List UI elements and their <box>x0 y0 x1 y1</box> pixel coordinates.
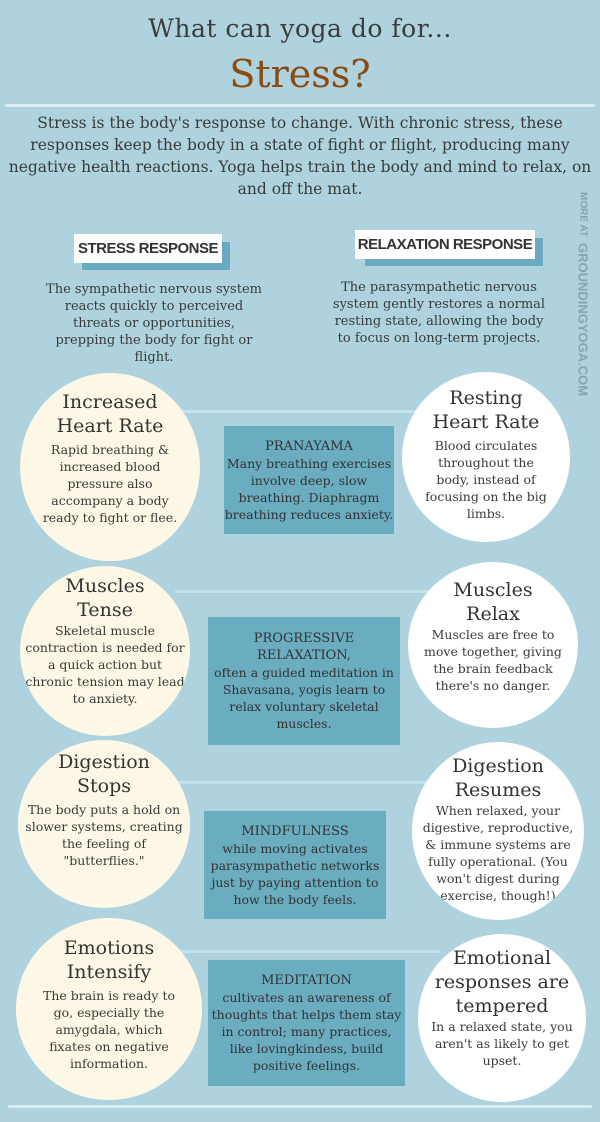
relax-title: Muscles Relax <box>453 579 533 625</box>
relaxation-response-label: RELAXATION RESPONSE <box>355 230 535 259</box>
row-connector <box>175 781 430 784</box>
stress-title: Increased Heart Rate <box>56 391 164 437</box>
practice-body: while moving activates parasympathetic n… <box>210 840 380 907</box>
stress-response-label: STRESS RESPONSE <box>74 234 222 263</box>
relax-body: Blood circulates throughout the body, in… <box>425 438 547 521</box>
relax-circle-emotions: Emotional responses are tempered In a re… <box>418 934 586 1102</box>
title-top: What can yoga do for... <box>148 14 452 43</box>
side-note[interactable]: MORE AT GROUNDINGYOGA.COM <box>570 192 596 412</box>
relax-title: Resting Heart Rate <box>432 387 540 433</box>
row-connector <box>180 950 440 953</box>
practice-title: MEDITATION <box>261 973 352 988</box>
row-connector <box>175 590 430 593</box>
footer-divider <box>8 1105 592 1108</box>
stress-circle-muscles: Muscles Tense Skeletal muscle contractio… <box>20 566 190 736</box>
practice-body: cultivates an awareness of thoughts that… <box>211 990 402 1073</box>
practice-title: PRANAYAMA <box>265 438 353 454</box>
stress-response-text: The sympathetic nervous system reacts qu… <box>46 282 262 365</box>
relaxation-response-text: The parasympathetic nervous system gentl… <box>332 280 546 346</box>
relax-circle-digestion: Digestion Resumes When relaxed, your dig… <box>412 742 584 920</box>
stress-body: The brain is ready to go, especially the… <box>42 988 175 1071</box>
practice-box-mindfulness: MINDFULNESS while moving activates paras… <box>204 811 386 919</box>
practice-box-meditation: MEDITATION cultivates an awareness of th… <box>208 960 405 1086</box>
stress-body: Rapid breathing & increased blood pressu… <box>42 442 178 525</box>
practice-body: often a guided meditation in Shavasana, … <box>214 665 394 731</box>
stress-circle-digestion: Digestion Stops The body puts a hold on … <box>18 740 190 908</box>
practice-title: PROGRESSIVE RELAXATION, <box>253 631 355 663</box>
side-note-prefix: MORE AT <box>577 192 589 237</box>
stress-circle-emotions: Emotions Intensify The brain is ready to… <box>16 918 202 1100</box>
relax-circle-heart-rate: Resting Heart Rate Blood circulates thro… <box>402 372 570 542</box>
header-divider <box>5 104 595 107</box>
side-note-site[interactable]: GROUNDINGYOGA.COM <box>575 243 591 397</box>
relax-body: In a relaxed state, you aren't as likely… <box>431 1019 573 1068</box>
stress-title: Muscles Tense <box>65 575 145 621</box>
stress-title: Emotions Intensify <box>63 937 155 983</box>
stress-circle-heart-rate: Increased Heart Rate Rapid breathing & i… <box>20 373 200 561</box>
stress-title: Digestion Stops <box>58 751 150 797</box>
row-connector <box>180 410 430 413</box>
intro-text: Stress is the body's response to change.… <box>8 114 592 198</box>
relax-body: When relaxed, your digestive, reproducti… <box>422 803 574 903</box>
relax-circle-muscles: Muscles Relax Muscles are free to move t… <box>408 562 578 728</box>
stress-body: Skeletal muscle contraction is needed fo… <box>25 623 185 706</box>
relax-title: Emotional responses are tempered <box>434 947 570 1017</box>
practice-box-progressive-relaxation: PROGRESSIVE RELAXATION, often a guided m… <box>208 617 400 745</box>
title-main: Stress? <box>229 52 371 96</box>
relax-body: Muscles are free to move together, givin… <box>424 627 562 693</box>
stress-body: The body puts a hold on slower systems, … <box>25 802 183 868</box>
practice-body: Many breathing exercises involve deep, s… <box>224 455 394 522</box>
relax-title: Digestion Resumes <box>452 755 544 801</box>
practice-title: MINDFULNESS <box>241 823 349 839</box>
practice-box-pranayama: PRANAYAMA Many breathing exercises invol… <box>224 426 394 534</box>
